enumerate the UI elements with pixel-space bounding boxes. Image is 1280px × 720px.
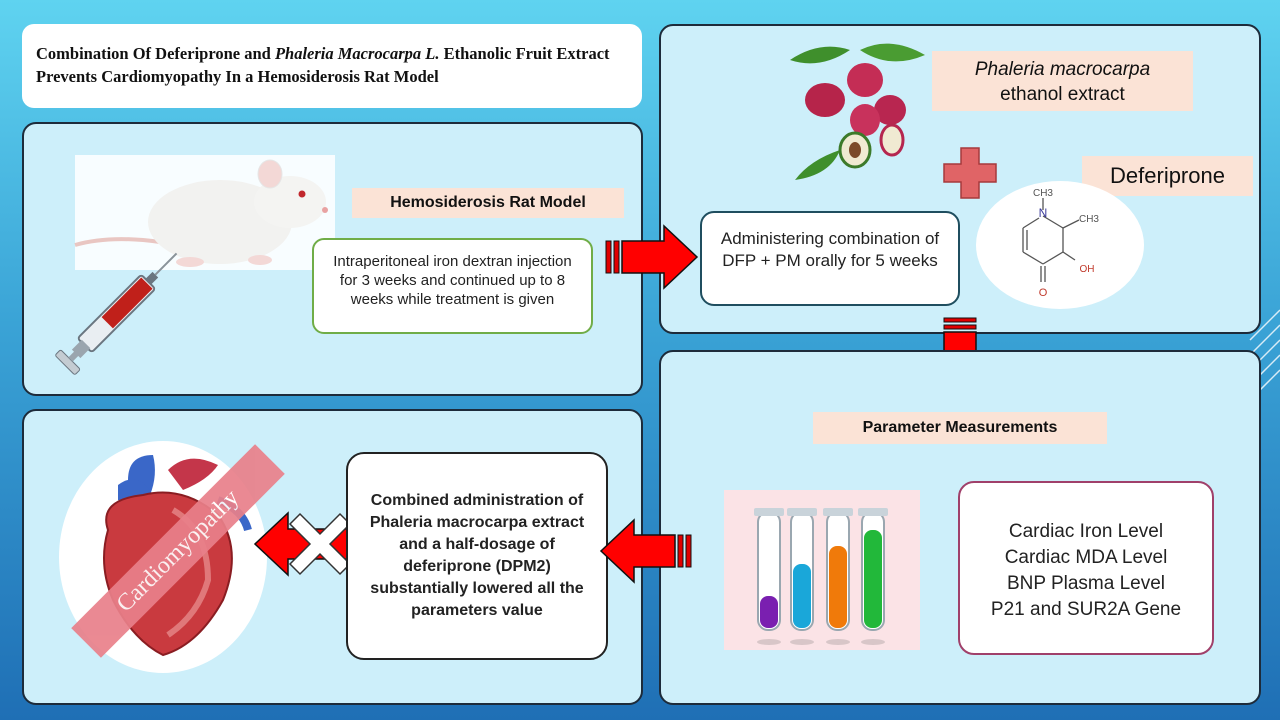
arrow-to-treatment <box>605 224 699 290</box>
tube-purple <box>754 508 784 631</box>
cross-icon <box>288 512 352 576</box>
rat-model-description: Intraperitoneal iron dextran injection f… <box>312 238 593 334</box>
arrow-to-result <box>599 518 692 584</box>
phaleria-fruit-illustration <box>790 43 925 180</box>
tube-green <box>858 508 888 631</box>
molecule-oxygen: O <box>1039 287 1048 299</box>
molecule-methyl-n: CH3 <box>1033 188 1053 199</box>
parameter-item: Cardiac Iron Level <box>1008 521 1164 542</box>
molecule-hydroxyl: OH <box>1080 264 1095 275</box>
parameter-item: BNP Plasma Level <box>1006 573 1166 594</box>
deferiprone-molecule: N CH3 CH3 OH O <box>976 181 1144 309</box>
title-part1: Combination Of Deferiprone and <box>36 44 275 63</box>
parameters-label: Parameter Measurements <box>813 412 1107 444</box>
phaleria-extract-label-italic: Phaleria macrocarpa <box>974 59 1151 80</box>
tube-blue <box>787 508 817 631</box>
page-title: Combination Of Deferiprone and Phaleria … <box>22 24 642 108</box>
conclusion-box: Combined administration of Phaleria macr… <box>346 452 608 660</box>
plus-icon <box>943 147 997 199</box>
syringe-illustration <box>55 252 178 375</box>
molecule-nitrogen: N <box>1039 206 1048 220</box>
title-italic: Phaleria Macrocarpa L. <box>274 44 440 63</box>
phaleria-extract-label-rest: ethanol extract <box>1000 84 1125 105</box>
rat-model-label: Hemosiderosis Rat Model <box>352 188 624 218</box>
administration-box: Administering combination of DFP + PM or… <box>700 211 960 306</box>
title-part2: Ethanolic Fruit Extract Prevents Cardiom… <box>36 44 610 86</box>
test-tubes-illustration <box>724 490 920 650</box>
parameter-item: Cardiac MDA Level <box>1004 547 1168 568</box>
tube-orange <box>823 508 853 631</box>
rat-illustration <box>74 155 335 270</box>
phaleria-extract-label: Phaleria macrocarpa ethanol extract <box>932 51 1193 111</box>
deferiprone-label: Deferiprone <box>1082 156 1253 196</box>
parameter-item: P21 and SUR2A Gene <box>990 599 1182 620</box>
parameter-list-box: Cardiac Iron Level Cardiac MDA Level BNP… <box>958 481 1214 655</box>
molecule-methyl-c: CH3 <box>1079 214 1099 225</box>
